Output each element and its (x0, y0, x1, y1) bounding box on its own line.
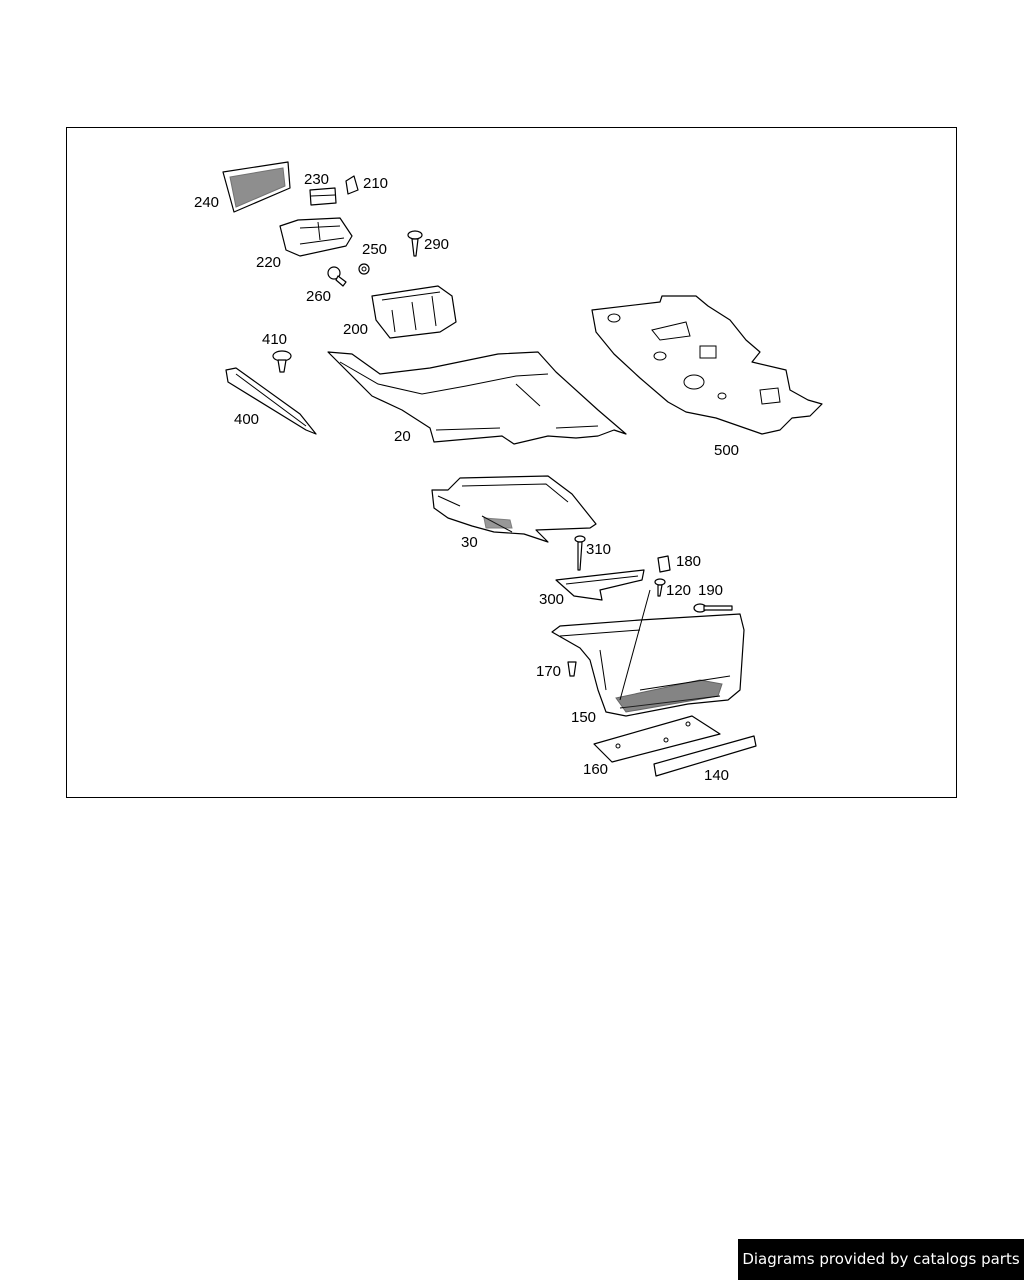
callout-160[interactable]: 160 (583, 761, 608, 778)
callout-250[interactable]: 250 (362, 241, 387, 258)
part-200-duct[interactable] (371, 285, 457, 339)
part-20-trim[interactable] (327, 351, 627, 445)
callout-410[interactable]: 410 (262, 331, 287, 348)
callout-200[interactable]: 200 (343, 321, 368, 338)
part-250-washer[interactable] (358, 263, 370, 275)
part-290-screw[interactable] (407, 230, 423, 257)
callout-20[interactable]: 20 (394, 428, 411, 445)
callout-210[interactable]: 210 (363, 175, 388, 192)
part-150-tray[interactable] (551, 589, 745, 717)
callout-230[interactable]: 230 (304, 171, 329, 188)
callout-310[interactable]: 310 (586, 541, 611, 558)
part-190-bolt[interactable] (693, 603, 733, 613)
callout-120[interactable]: 120 (666, 582, 691, 599)
part-260-nut[interactable] (327, 266, 347, 287)
part-400-strip[interactable] (225, 367, 317, 435)
part-500-mat[interactable] (591, 295, 823, 435)
part-170-clip[interactable] (567, 661, 577, 677)
callout-220[interactable]: 220 (256, 254, 281, 271)
diagram-frame (66, 127, 957, 798)
callout-300[interactable]: 300 (539, 591, 564, 608)
callout-260[interactable]: 260 (306, 288, 331, 305)
callout-290[interactable]: 290 (424, 236, 449, 253)
part-120-screw[interactable] (654, 578, 666, 597)
credit-banner: Diagrams provided by catalogs parts (738, 1239, 1024, 1280)
callout-400[interactable]: 400 (234, 411, 259, 428)
part-240-grille[interactable] (222, 161, 291, 213)
callout-180[interactable]: 180 (676, 553, 701, 570)
part-220-bracket[interactable] (279, 217, 353, 257)
part-310-bolt[interactable] (574, 535, 586, 571)
part-180-nut[interactable] (657, 555, 671, 573)
part-30-panel[interactable] (431, 475, 597, 543)
part-230-clip[interactable] (309, 187, 337, 206)
part-300-bracket[interactable] (555, 569, 645, 601)
callout-500[interactable]: 500 (714, 442, 739, 459)
part-160-pad[interactable] (593, 715, 721, 763)
part-140-strip[interactable] (653, 735, 757, 777)
callout-240[interactable]: 240 (194, 194, 219, 211)
callout-150[interactable]: 150 (571, 709, 596, 726)
part-410-clip[interactable] (272, 350, 292, 373)
callout-30[interactable]: 30 (461, 534, 478, 551)
callout-140[interactable]: 140 (704, 767, 729, 784)
part-210-cap[interactable] (345, 175, 359, 195)
callout-190[interactable]: 190 (698, 582, 723, 599)
callout-170[interactable]: 170 (536, 663, 561, 680)
